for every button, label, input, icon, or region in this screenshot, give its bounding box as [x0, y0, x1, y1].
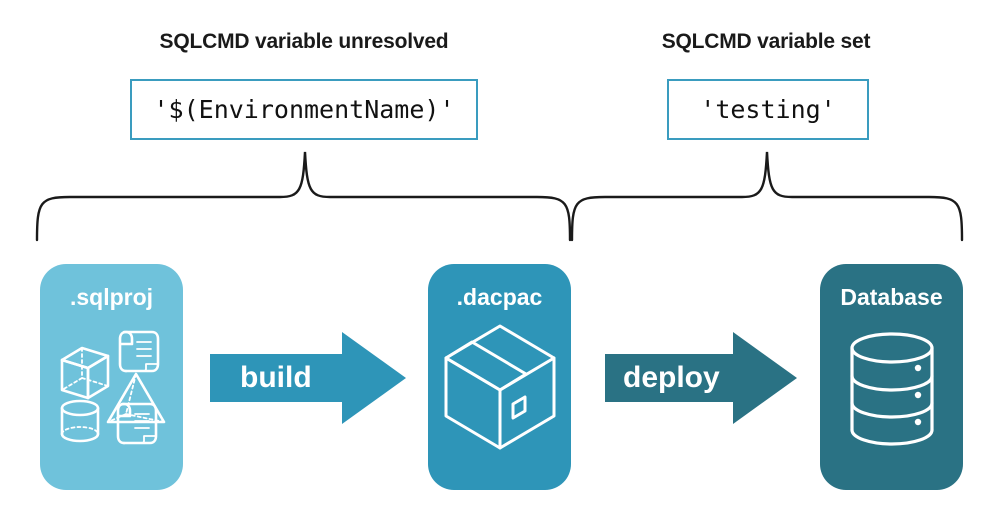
package-box-icon-wrap	[428, 322, 571, 452]
pyramid-icon	[106, 372, 165, 424]
arrow-build-label: build	[240, 361, 312, 394]
arrow-deploy-shape	[605, 332, 797, 424]
arrow-build: build	[210, 332, 406, 424]
package-box-icon	[444, 324, 555, 450]
stage-box-dacpac[interactable]: .dacpac	[428, 264, 571, 490]
sql-objects-icon	[60, 330, 165, 445]
code-box-environment-name: '$(EnvironmentName)'	[130, 79, 478, 140]
arrow-build-shape	[210, 332, 406, 424]
arrow-deploy: deploy	[605, 332, 797, 424]
cube-icon	[60, 346, 109, 400]
stage-box-database[interactable]: Database	[820, 264, 963, 490]
left-brace-icon	[35, 151, 572, 242]
arrow-deploy-label: deploy	[623, 361, 720, 394]
heading-sqlcmd-variable-set: SQLCMD variable set	[661, 30, 871, 53]
database-cylinder-icon	[849, 332, 934, 446]
cylinder-icon	[60, 399, 99, 443]
database-cylinder-icon-wrap	[820, 330, 963, 448]
stage-box-sqlproj[interactable]: .sqlproj	[40, 264, 183, 490]
stage-label-database: Database	[840, 284, 943, 310]
code-box-testing: 'testing'	[667, 79, 869, 140]
right-brace-icon	[570, 151, 964, 242]
script-scroll-icon-top	[118, 330, 159, 373]
sql-objects-icon-wrap	[40, 326, 183, 448]
script-scroll-icon-bottom	[116, 402, 157, 445]
stage-label-sqlproj: .sqlproj	[69, 284, 154, 310]
heading-sqlcmd-variable-unresolved: SQLCMD variable unresolved	[159, 30, 449, 53]
stage-label-dacpac: .dacpac	[456, 284, 543, 310]
